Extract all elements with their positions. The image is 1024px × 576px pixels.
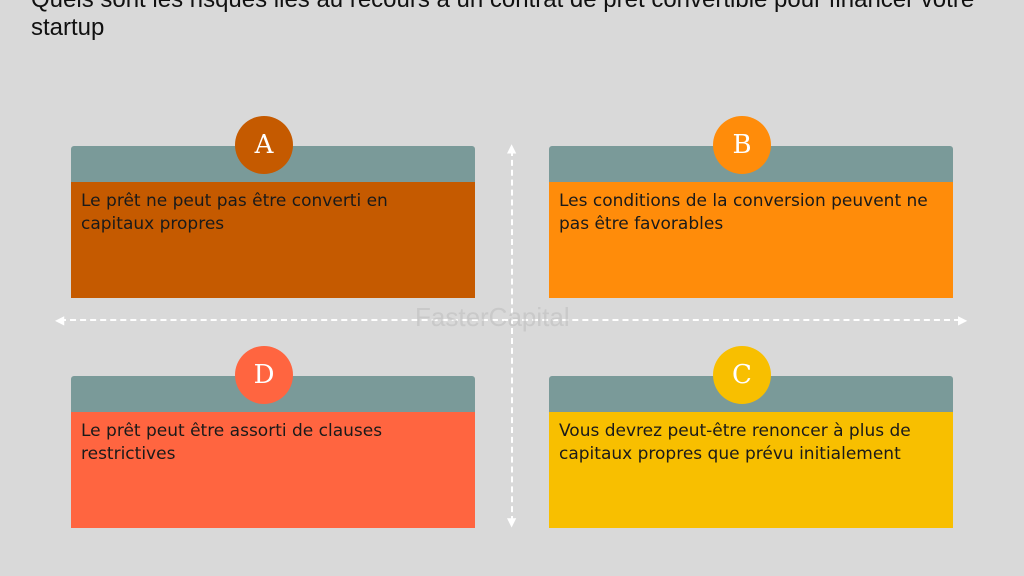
horizontal-axis <box>60 319 960 321</box>
risk-card-b: Les conditions de la conversion peuvent … <box>549 116 953 298</box>
arrow-left-icon: ◀ <box>55 313 65 327</box>
card-body: Les conditions de la conversion peuvent … <box>549 182 953 298</box>
slide-title: Quels sont les risques liés au recours à… <box>31 0 974 41</box>
card-body: Le prêt peut être assorti de clauses res… <box>71 412 475 528</box>
card-badge: C <box>713 346 771 404</box>
vertical-axis <box>511 150 513 522</box>
arrow-up-icon: ▲ <box>507 141 517 155</box>
card-badge: A <box>235 116 293 174</box>
card-badge: B <box>713 116 771 174</box>
card-badge: D <box>235 346 293 404</box>
arrow-down-icon: ▼ <box>507 515 517 529</box>
card-body: Le prêt ne peut pas être converti en cap… <box>71 182 475 298</box>
risk-card-d: Le prêt peut être assorti de clauses res… <box>71 346 475 528</box>
arrow-right-icon: ▶ <box>958 313 968 327</box>
card-body: Vous devrez peut-être renoncer à plus de… <box>549 412 953 528</box>
risk-card-c: Vous devrez peut-être renoncer à plus de… <box>549 346 953 528</box>
risk-card-a: Le prêt ne peut pas être converti en cap… <box>71 116 475 298</box>
watermark: FasterCapital <box>415 302 570 332</box>
